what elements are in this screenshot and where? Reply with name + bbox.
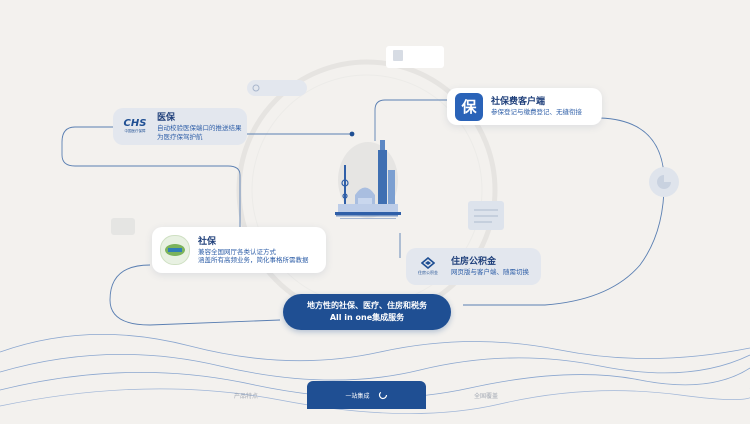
card-yibao[interactable]: CHS 中国医疗保障 医保 自动校验医保端口的推送结果 为医疗保驾护航 bbox=[113, 108, 247, 145]
client-app-icon: 保 bbox=[455, 92, 483, 121]
shebao-logo-icon bbox=[160, 235, 190, 265]
connector-client bbox=[374, 99, 455, 141]
wave-line-3 bbox=[0, 367, 750, 399]
pill-line-1: 地方性的社保、医疗、住房和税务 bbox=[307, 301, 427, 310]
card-shebao[interactable]: 社保 兼容全国网厅各类认证方式 涵盖所有高频业务，简化事格所需教据 bbox=[152, 227, 326, 273]
card-yibao-title: 医保 bbox=[157, 113, 176, 123]
wave-line-4 bbox=[0, 388, 750, 414]
tab-label: 一站集成 bbox=[345, 392, 370, 400]
chs-logo-sub: 中国医疗保障 bbox=[124, 129, 146, 133]
connector-dot bbox=[349, 131, 355, 137]
connector-shebao bbox=[109, 264, 281, 326]
card-gjj-title: 住房公积金 bbox=[451, 257, 497, 268]
gjj-logo: 住房公积金 bbox=[411, 257, 445, 276]
card-shebao-title: 社保 bbox=[198, 236, 217, 247]
card-shebao-desc-1: 兼容全国网厅各类认证方式 bbox=[198, 247, 276, 256]
connector-right-loop bbox=[463, 117, 665, 306]
client-app-glyph: 保 bbox=[461, 98, 477, 116]
city-illustration-icon bbox=[335, 140, 401, 219]
tab-product-features[interactable]: 产品特点 bbox=[205, 381, 287, 409]
card-yibao-desc-1: 自动校验医保端口的推送结果 bbox=[157, 124, 242, 132]
tab-nationwide[interactable]: 全国覆盖 bbox=[445, 381, 527, 409]
faded-user-icon bbox=[393, 50, 403, 61]
wave-line-1 bbox=[0, 333, 750, 362]
tab-label: 产品特点 bbox=[233, 392, 258, 400]
loading-spinner-icon bbox=[378, 390, 387, 400]
card-gjj-desc: 网页版与客户端、随需切换 bbox=[451, 268, 529, 277]
card-client-desc: 参保登记与缴费登记、无缝衔接 bbox=[491, 108, 582, 117]
card-client-title: 社保费客户端 bbox=[491, 97, 546, 108]
gjj-logo-sub: 住房公积金 bbox=[418, 270, 438, 275]
card-client[interactable]: 保 社保费客户端 参保登记与缴费登记、无缝衔接 bbox=[447, 88, 602, 125]
faded-search-bar bbox=[247, 80, 307, 96]
card-yibao-desc-2: 为医疗保驾护航 bbox=[157, 132, 203, 141]
faded-list-icon bbox=[111, 218, 135, 235]
chs-logo: CHS 中国医疗保障 bbox=[119, 119, 151, 134]
card-shebao-desc-2: 涵盖所有高频业务，简化事格所需教据 bbox=[198, 256, 309, 264]
connector-yibao bbox=[61, 126, 241, 230]
pill-line-2: All in one集成服务 bbox=[329, 313, 405, 322]
all-in-one-pill: 地方性的社保、医疗、住房和税务 All in one集成服务 bbox=[283, 294, 451, 330]
faded-search-icon bbox=[252, 84, 260, 92]
tab-label: 全国覆盖 bbox=[473, 392, 498, 400]
chs-logo-text: CHS bbox=[123, 118, 147, 129]
wave-line-2 bbox=[0, 353, 750, 381]
gjj-logo-icon bbox=[421, 257, 435, 269]
card-gjj[interactable]: 住房公积金 住房公积金 网页版与客户端、随需切换 bbox=[406, 248, 541, 285]
tab-one-stop[interactable]: 一站集成 bbox=[307, 381, 426, 409]
